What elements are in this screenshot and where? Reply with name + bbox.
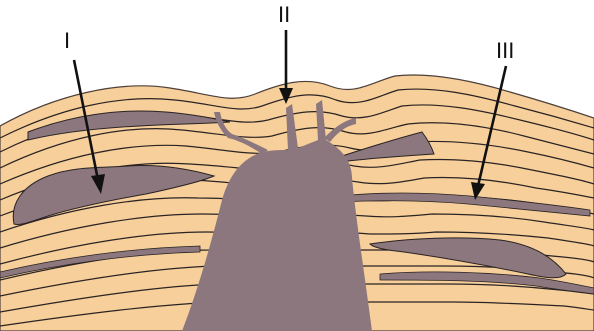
label-II: II: [278, 2, 290, 27]
label-III: III: [496, 38, 514, 63]
label-I: I: [64, 28, 70, 53]
